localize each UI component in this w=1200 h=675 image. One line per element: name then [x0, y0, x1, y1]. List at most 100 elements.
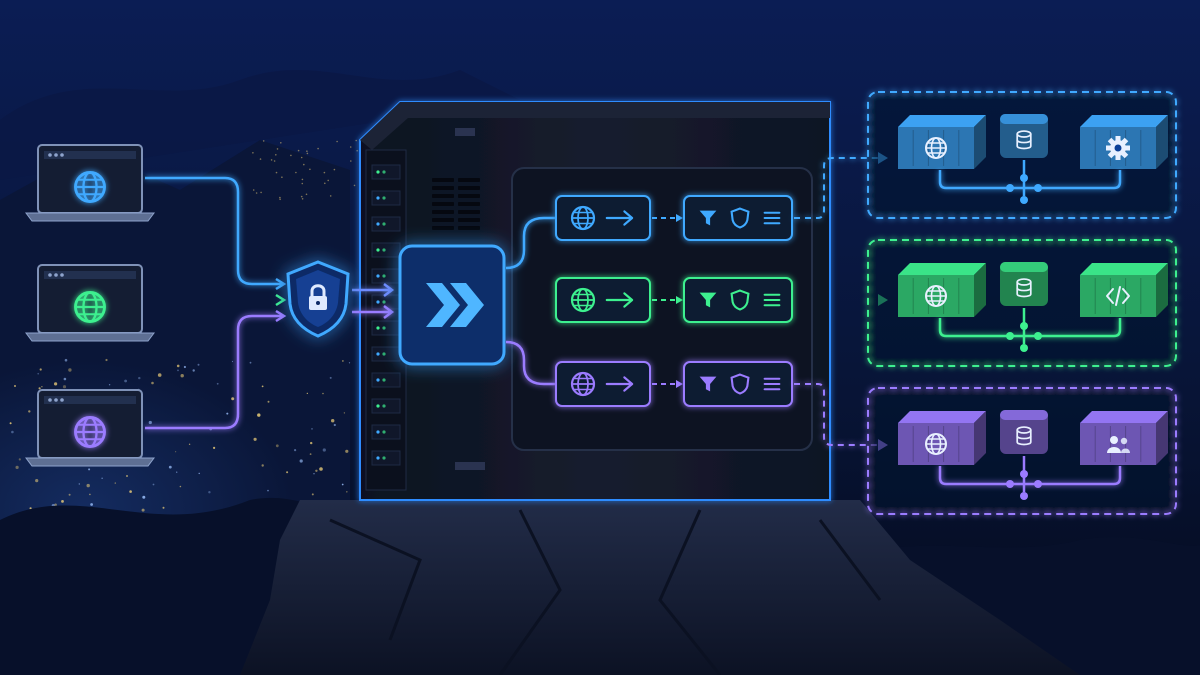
service-link: [794, 157, 880, 219]
db-node-top: [1000, 114, 1048, 124]
vent-slot: [458, 210, 480, 214]
request-box[interactable]: [555, 361, 651, 407]
service-container[interactable]: [1080, 263, 1168, 317]
city-light: [151, 381, 154, 385]
city-light: [88, 468, 91, 471]
service-group: [867, 239, 1177, 367]
db-top: [1016, 426, 1032, 434]
city-light: [62, 385, 67, 389]
city-light: [343, 412, 346, 414]
city-light: [257, 413, 261, 417]
client-laptop-green[interactable]: [25, 264, 155, 342]
rack-unit: [371, 268, 401, 284]
rack-led: [376, 378, 380, 382]
globe-icon: [74, 291, 106, 323]
gateway-arrow: [352, 305, 395, 319]
bus-node: [1034, 332, 1042, 340]
city-light: [157, 373, 162, 377]
rack-led: [382, 456, 386, 460]
filter-shape: [699, 210, 717, 226]
city-light: [301, 182, 304, 185]
city-light: [322, 392, 324, 395]
vent-slot: [458, 186, 480, 190]
city-light: [63, 377, 67, 381]
city-light: [348, 362, 351, 364]
city-light: [208, 491, 211, 494]
client-laptop-purple[interactable]: [25, 389, 155, 467]
container-top: [1080, 263, 1168, 275]
city-light: [175, 451, 177, 453]
vent-slot: [458, 218, 480, 222]
container-side: [1156, 411, 1168, 465]
server-slot: [455, 128, 475, 136]
city-light: [141, 508, 145, 512]
city-light: [148, 420, 152, 425]
city-light: [68, 493, 71, 496]
service-container[interactable]: [898, 411, 986, 465]
db-ring: [1016, 435, 1032, 440]
city-light: [90, 503, 93, 506]
browser-dot: [54, 398, 58, 402]
service-container[interactable]: [898, 263, 986, 317]
city-light: [273, 160, 276, 162]
bus-node: [1006, 184, 1014, 192]
bus-node: [1020, 344, 1028, 352]
policy-box[interactable]: [683, 361, 793, 407]
request-box[interactable]: [555, 195, 651, 241]
city-light: [333, 168, 336, 171]
city-light: [38, 387, 41, 390]
container-side: [974, 115, 986, 169]
database-icon: [1016, 278, 1032, 298]
service-container[interactable]: [1080, 411, 1168, 465]
service-container[interactable]: [898, 115, 986, 169]
city-light: [345, 449, 349, 453]
city-light: [216, 382, 219, 385]
gateway-shield[interactable]: [286, 260, 350, 338]
city-light: [301, 198, 304, 200]
city-light: [252, 189, 255, 191]
bus-node: [1020, 322, 1028, 330]
container-side: [974, 263, 986, 317]
service-container[interactable]: [1080, 115, 1168, 169]
policy-box[interactable]: [683, 277, 793, 323]
user-body: [1107, 447, 1121, 453]
globe-icon: [925, 137, 947, 159]
shield-shape: [730, 207, 750, 229]
shield-icon: [730, 207, 750, 229]
globe-icon: [925, 285, 947, 307]
client-laptop-blue[interactable]: [25, 144, 155, 222]
city-light: [267, 400, 270, 403]
user-head: [1110, 436, 1118, 444]
router-box[interactable]: [398, 244, 506, 366]
menu-lines-icon: [763, 211, 781, 225]
globe-icon: [925, 433, 947, 455]
database-node[interactable]: [1000, 262, 1048, 306]
gear-tooth: [1125, 145, 1130, 151]
bus-node: [1034, 480, 1042, 488]
bus-node: [1020, 470, 1028, 478]
globe-icon: [570, 205, 596, 231]
gateway-arrow: [352, 283, 395, 297]
city-light: [329, 195, 332, 197]
city-light: [255, 192, 258, 194]
vent-slot: [432, 194, 454, 198]
policy-box[interactable]: [683, 195, 793, 241]
filter-icon: [699, 210, 717, 226]
database-node[interactable]: [1000, 114, 1048, 158]
city-light: [129, 490, 132, 493]
container-front: [1080, 423, 1156, 465]
browser-dot: [48, 273, 52, 277]
browser-dot: [54, 273, 58, 277]
rack-led: [382, 300, 386, 304]
arrow-shape: [605, 292, 634, 308]
city-light: [305, 193, 308, 196]
container-top: [898, 115, 986, 127]
container-side: [1156, 115, 1168, 169]
city-light: [162, 506, 165, 509]
database-node[interactable]: [1000, 410, 1048, 454]
city-light: [226, 412, 229, 415]
browser-dot: [60, 273, 64, 277]
request-box[interactable]: [555, 277, 651, 323]
city-light: [270, 159, 273, 161]
client-laptops: [25, 144, 155, 467]
